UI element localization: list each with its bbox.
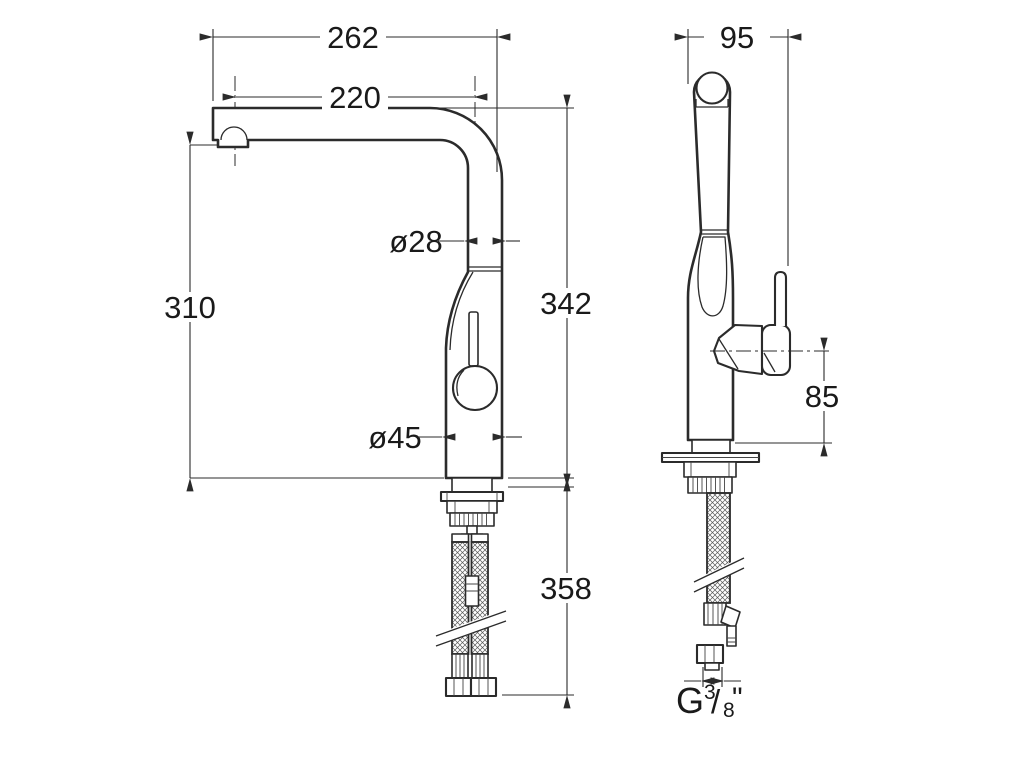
handle-lever (773, 270, 788, 326)
aerator-dome (220, 126, 248, 141)
front-seam (700, 229, 729, 235)
hose-nut-front (695, 643, 725, 665)
dim-spout-diameter-28: ø28 (389, 224, 520, 259)
pullout-slot (468, 311, 479, 367)
side-view (211, 76, 507, 698)
joint-inner-arc (456, 369, 465, 397)
dim-label-85: 85 (805, 379, 839, 414)
spout-seam (468, 266, 502, 272)
front-supply-hose (693, 492, 745, 671)
dim-label-95: 95 (720, 20, 754, 55)
handle-base (760, 323, 792, 377)
dim-thread-g38: G 3 / 8 " (676, 667, 743, 722)
dim-handle-height-85: 85 (735, 337, 852, 457)
break-mark-lines (435, 610, 507, 647)
side-mounting-hardware (439, 477, 505, 535)
front-mounting-hardware (660, 439, 761, 494)
hose-nut-right (469, 676, 498, 698)
faucet-side-outline (211, 106, 504, 480)
thread-label-denominator: 8 (723, 699, 735, 722)
dim-label-262: 262 (327, 20, 379, 55)
hose-braid-front (706, 492, 731, 604)
thread-label-slash: / (711, 683, 721, 720)
thread-label-numerator: 3 (704, 681, 716, 704)
break-mark-band (694, 556, 744, 592)
front-view (660, 71, 832, 671)
break-mark-band (436, 609, 506, 646)
dim-hose-length-358: 358 (502, 473, 600, 709)
break-mark-lines (693, 557, 745, 593)
dim-label-d28: ø28 (389, 224, 442, 259)
dim-body-height-342: 342 (432, 94, 600, 492)
dim-body-diameter-45: ø45 (368, 420, 522, 455)
hose-nut-left (444, 676, 473, 698)
side-supply-hoses (435, 533, 507, 698)
dim-label-342: 342 (540, 286, 592, 321)
dim-reach-to-axis-220: 220 (222, 80, 488, 115)
handle-cone-fold (718, 338, 739, 370)
dim-spout-height-310: 310 (155, 131, 444, 492)
dim-label-220: 220 (329, 80, 381, 115)
dim-depth-95: 95 (674, 20, 802, 266)
front-recess (697, 236, 728, 317)
dim-label-310: 310 (164, 290, 216, 325)
dimensions: 262 220 310 ø28 342 ø45 (155, 20, 852, 722)
handle-base-line (763, 352, 776, 373)
body-inner-contour (449, 271, 474, 351)
dim-overall-reach-262: 262 (199, 20, 511, 172)
thread-label-unit: " (732, 682, 743, 715)
dim-label-358: 358 (540, 571, 592, 606)
joint-circle (451, 364, 499, 412)
spout-outlet-circle (695, 71, 729, 105)
thread-label-g: G (676, 680, 704, 721)
outlet-collar (695, 99, 729, 108)
dim-label-d45: ø45 (368, 420, 421, 455)
